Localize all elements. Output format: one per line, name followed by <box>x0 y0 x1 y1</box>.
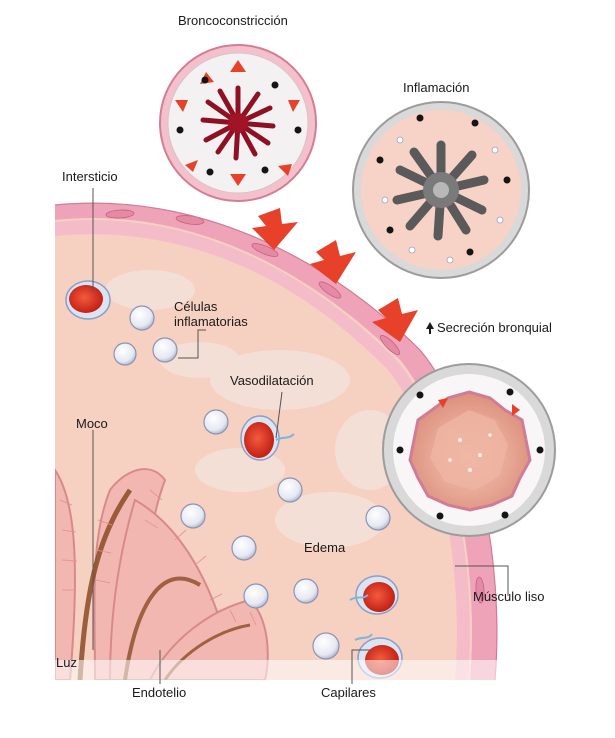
label-bronchoconstriction: Broncoconstricción <box>178 13 288 28</box>
label-capillaries: Capilares <box>321 685 376 700</box>
label-inflammation: Inflamación <box>403 80 470 95</box>
label-endothelium: Endotelio <box>132 685 187 700</box>
label-bronchial-secretion: Secreción bronquial <box>437 320 552 335</box>
label-vasodilation: Vasodilatación <box>230 373 314 388</box>
label-smooth-muscle: Músculo liso <box>473 589 545 604</box>
label-inflammatory-cells-line1: Células <box>174 299 218 314</box>
label-inflammatory-cells-line2: inflamatorias <box>174 313 248 329</box>
mucosal-folds <box>55 466 269 681</box>
label-inflammatory-cells: Células inflamatorias <box>174 299 248 330</box>
inflammation-airway <box>352 101 530 279</box>
label-edema: Edema <box>304 540 346 555</box>
secretion-airway <box>382 363 556 537</box>
increase-arrow-icon <box>426 322 434 334</box>
label-lumen: Luz <box>56 655 77 670</box>
pressure-arrows <box>252 208 418 342</box>
leader-lines <box>92 188 509 684</box>
bronchoconstriction-airway <box>159 44 317 202</box>
inflammatory-cells <box>113 305 391 660</box>
label-interstitium: Intersticio <box>62 169 118 184</box>
label-mucus: Moco <box>76 416 108 431</box>
